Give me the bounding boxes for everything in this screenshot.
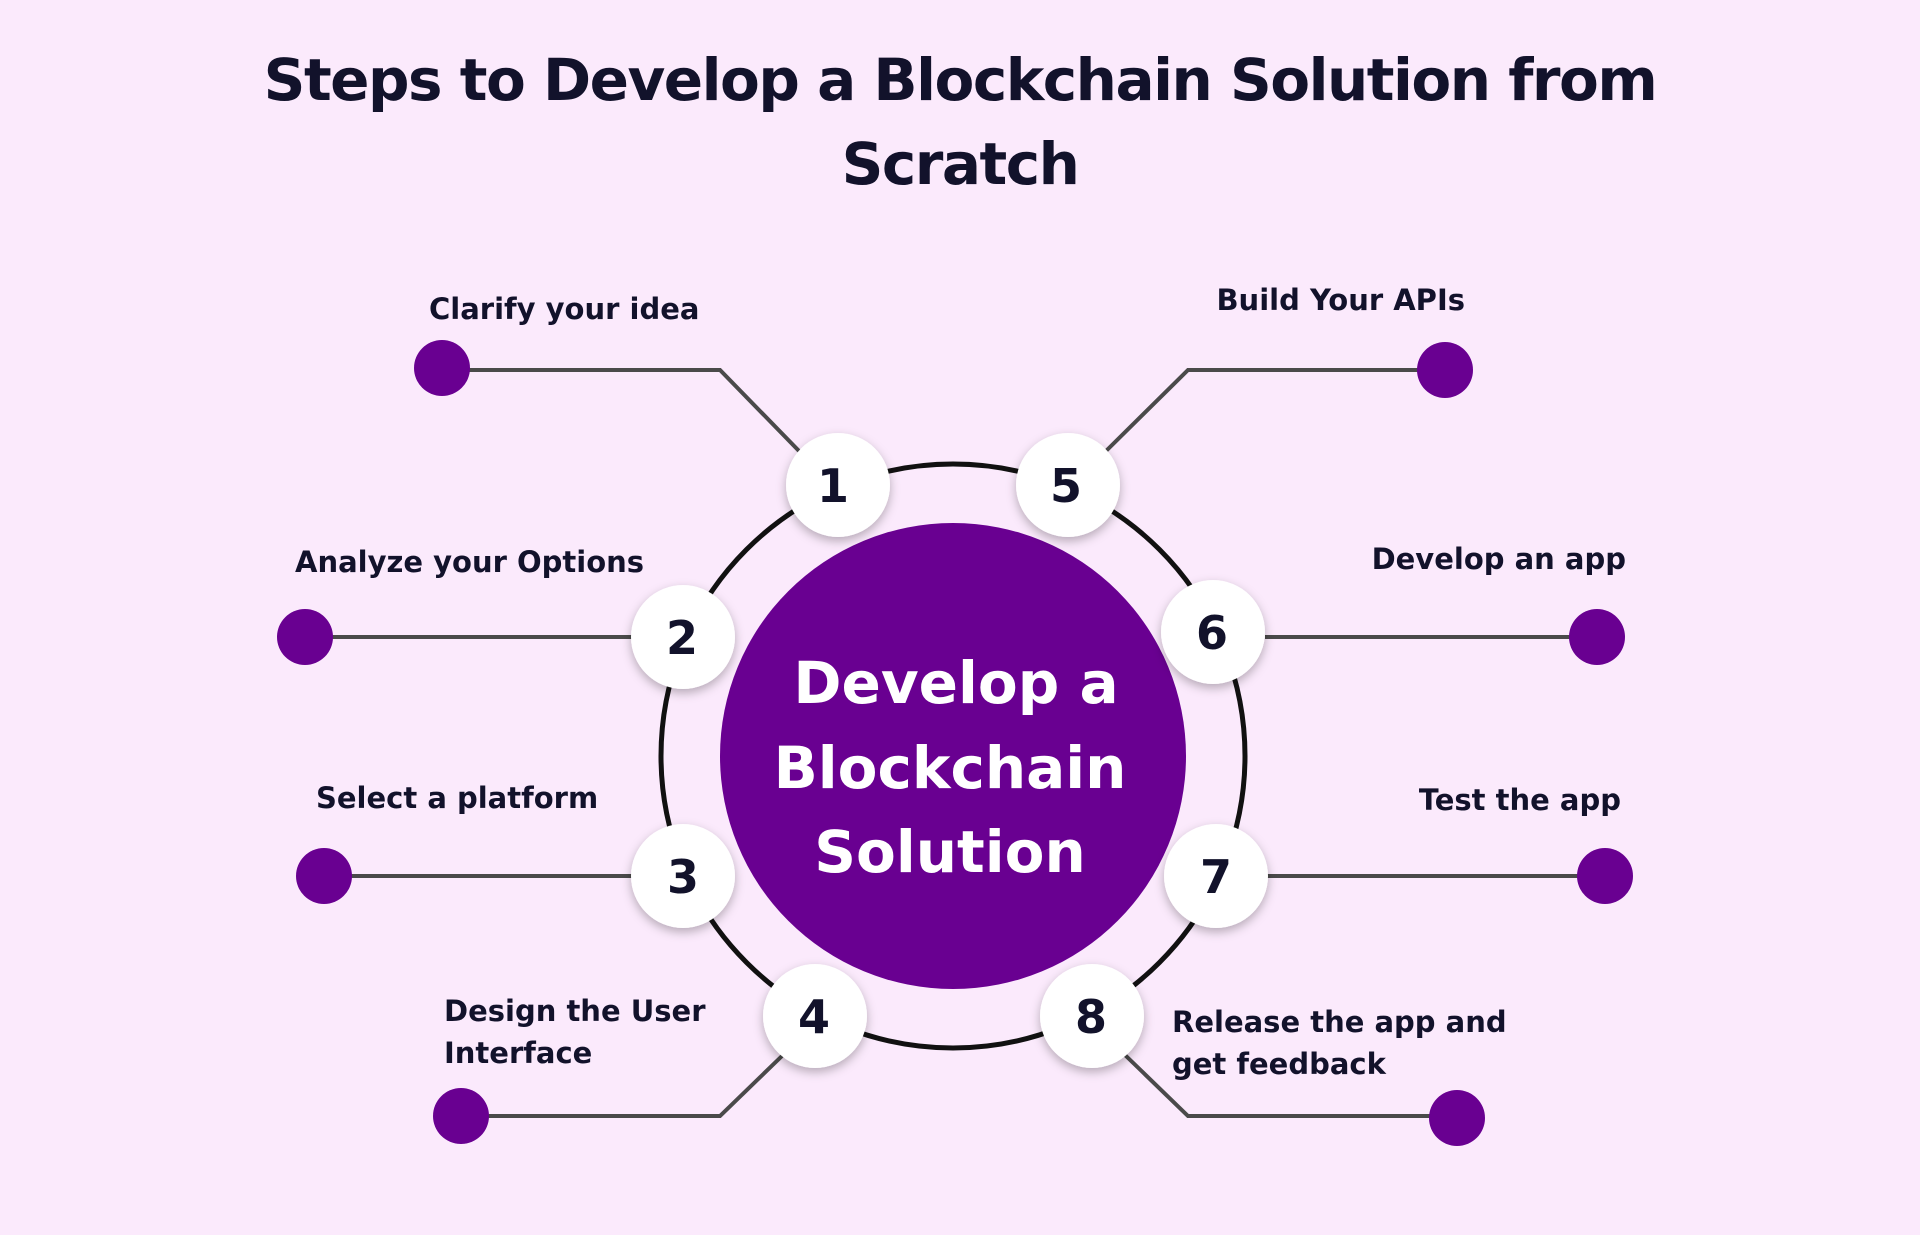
step-number-5: 5: [1050, 459, 1082, 513]
step-label-3: Select a platform: [316, 781, 599, 815]
connector-step-4: [461, 1053, 785, 1118]
endpoint-dot-2: [277, 609, 333, 665]
step-number-circle-8: 8: [1040, 964, 1144, 1068]
step-label-7: Test the app: [1418, 783, 1621, 817]
connector-step-5: [1103, 368, 1445, 454]
step-label-8-line-2: get feedback: [1172, 1047, 1386, 1081]
step-label-2: Analyze your Options: [295, 545, 645, 579]
endpoint-dot-6: [1569, 609, 1625, 665]
endpoint-dot-5: [1417, 342, 1473, 398]
endpoint-dots: [277, 340, 1633, 1146]
step-number-circle-7: 7: [1164, 824, 1268, 928]
center-text-line-1: Develop a: [793, 649, 1118, 717]
step-number-2: 2: [666, 611, 698, 665]
step-number-circle-3: 3: [631, 824, 735, 928]
step-number-1: 1: [817, 459, 849, 513]
step-number-circle-2: 2: [631, 585, 735, 689]
endpoint-dot-7: [1577, 848, 1633, 904]
step-label-4: Design the User Interface: [444, 990, 706, 1074]
center-circle: [720, 523, 1186, 989]
endpoint-dot-1: [414, 340, 470, 396]
center-text: Develop a Blockchain Solution: [774, 649, 1127, 886]
step-label-8: Release the app and get feedback: [1172, 1001, 1507, 1085]
step-label-5: Build Your APIs: [1216, 283, 1465, 317]
center-text-line-3: Solution: [814, 818, 1086, 886]
step-number-8: 8: [1075, 990, 1107, 1044]
connector-step-1: [442, 368, 802, 454]
outer-ring: [658, 461, 1248, 1051]
step-label-4-line-1: Design the User: [444, 994, 706, 1028]
step-label-4-line-2: Interface: [444, 1036, 593, 1070]
step-label-8-line-1: Release the app and: [1172, 1005, 1507, 1039]
connector-lines: [305, 368, 1605, 1118]
endpoint-dot-8: [1429, 1090, 1485, 1146]
step-number-3: 3: [667, 850, 699, 904]
step-label-6: Develop an app: [1371, 542, 1626, 576]
step-number-circle-1: 1: [786, 433, 890, 537]
step-number-circle-6: 6: [1161, 580, 1265, 684]
step-number-circle-4: 4: [763, 964, 867, 1068]
step-number-7: 7: [1200, 850, 1232, 904]
endpoint-dot-4: [433, 1088, 489, 1144]
step-label-1: Clarify your idea: [429, 292, 700, 326]
step-number-circles: 1 2 3 4 5 6 7 8: [631, 433, 1268, 1068]
page-title: Steps to Develop a Blockchain Solution f…: [263, 46, 1658, 198]
step-number-6: 6: [1196, 606, 1228, 660]
center-text-line-2: Blockchain: [774, 734, 1127, 802]
endpoint-dot-3: [296, 848, 352, 904]
connector-step-8: [1123, 1053, 1457, 1118]
step-number-4: 4: [798, 990, 830, 1044]
step-number-circle-5: 5: [1016, 433, 1120, 537]
